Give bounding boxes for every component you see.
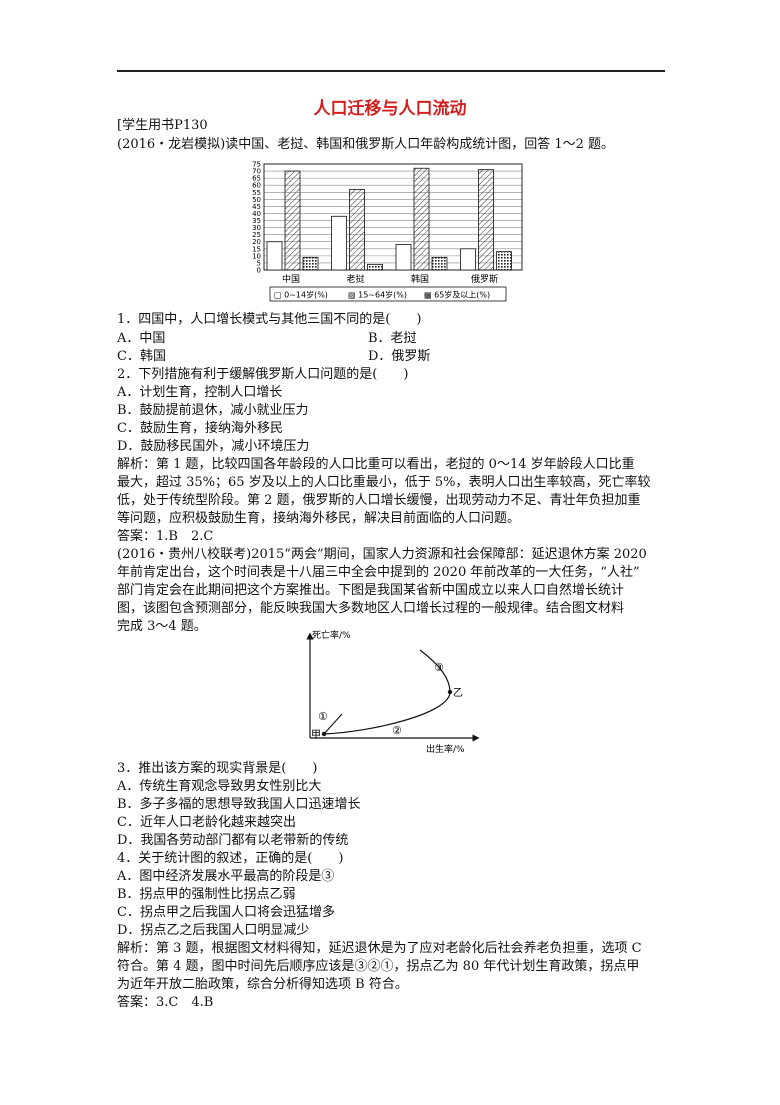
analysis-1-line: 低，处于传统型阶段。第 2 题，俄罗斯的人口增长缓慢，出现劳动力不足、青壮年负担… — [117, 493, 641, 508]
q1-option-d: D．俄罗斯 — [368, 349, 431, 364]
q4-option-a: A．图中经济发展水平最高的阶段是③ — [117, 869, 335, 884]
x-tick-label: 韩国 — [411, 273, 429, 285]
page-title: 人口迁移与人口流动 — [313, 99, 467, 119]
stage-3-label: ③ — [434, 661, 444, 674]
y-tick-label: 75 — [252, 161, 261, 169]
q3-option-d: D．我国各劳动部门都有以老带新的传统 — [117, 833, 349, 848]
analysis-2-line: 符合。第 4 题，图中时间先后顺序应该是③②①，拐点乙为 80 年代计划生育政策… — [117, 959, 640, 974]
x-tick-label: 俄罗斯 — [471, 273, 498, 285]
bar — [395, 244, 412, 271]
y-tick-label: 50 — [252, 196, 261, 204]
q2-option-b: B．鼓励提前退休，减小就业压力 — [117, 403, 309, 418]
answer-2: 答案：3.C 4.B — [117, 995, 214, 1010]
bar — [284, 170, 301, 271]
bars — [266, 167, 512, 271]
intro-q3-4-line: 完成 3～4 题。 — [117, 619, 207, 634]
y-tick-label: 30 — [252, 224, 261, 232]
header-rule — [117, 70, 665, 72]
y-tick-label: 10 — [252, 252, 261, 260]
answer-1: 答案：1.B 2.C — [117, 529, 214, 544]
y-tick-label: 15 — [252, 245, 261, 253]
bar — [431, 256, 448, 271]
analysis-1-line: 最大，超过 35%；65 岁及以上的人口比重最小，低于 5%，表明人口出生率较高… — [117, 475, 651, 490]
y-tick-label: 65 — [252, 175, 261, 183]
point-jia-label: 甲 — [311, 730, 321, 741]
intro-q3-4-line: 年前肯定出台，这个时间表是十八届三中全会中提到的 2020 年前改革的一大任务，… — [117, 565, 640, 580]
x-axis-label: 出生率/% — [426, 743, 465, 755]
y-tick-label: 60 — [252, 182, 261, 190]
y-tick-label: 25 — [252, 231, 261, 239]
q2-stem: 2．下列措施有利于缓解俄罗斯人口问题的是( ) — [117, 367, 409, 382]
analysis-1-line: 等问题，应积极鼓励生育，接纳海外移民，解决目前面临的人口问题。 — [117, 511, 521, 526]
y-tick-label: 45 — [252, 203, 261, 211]
q4-option-d: D．拐点乙之后我国人口明显减少 — [117, 923, 310, 938]
stage-2-label: ② — [392, 724, 402, 737]
q3-option-c: C．近年人口老龄化越来越突出 — [117, 815, 296, 830]
y-tick-label: 35 — [252, 217, 261, 225]
q1-option-a: A．中国 — [117, 331, 166, 346]
x-tick-label: 中国 — [282, 273, 300, 285]
q3-option-b: B．多子多福的思想导致我国人口迅速增长 — [117, 797, 361, 812]
intro-q3-4-line: (2016・贵州八校联考)2015“两会”期间，国家人力资源和社会保障部：延迟退… — [117, 547, 647, 562]
q4-option-c: C．拐点甲之后我国人口将会迅猛增多 — [117, 905, 335, 920]
bar — [331, 215, 347, 271]
legend-item: ▨ 15~64岁(%) — [348, 290, 407, 300]
point-yi-label: 乙 — [453, 687, 463, 699]
legend-box — [269, 286, 507, 302]
bar — [496, 251, 512, 271]
plot-frame — [263, 163, 523, 271]
y-tick-label: 70 — [252, 168, 261, 176]
intro-q1-2: (2016・龙岩模拟)读中国、老挝、韩国和俄罗斯人口年龄构成统计图，回答 1～2… — [117, 137, 615, 152]
bar — [478, 169, 494, 271]
q1-option-c: C．韩国 — [117, 349, 166, 364]
q1-stem: 1．四国中，人口增长模式与其他三国不同的是( ) — [117, 312, 422, 327]
bar — [266, 241, 283, 271]
q3-stem: 3．推出该方案的现实背景是( ) — [117, 761, 318, 776]
legend-item: ▩ 65岁及以上(%) — [424, 290, 490, 300]
bar — [349, 189, 365, 271]
population-growth-diagram: 死亡率/% 出生率/% 甲 乙 ① ② ③ — [306, 629, 480, 755]
q4-option-b: B．拐点甲的强制性比拐点乙弱 — [117, 887, 296, 902]
bar — [460, 248, 476, 271]
y-axis-label: 死亡率/% — [312, 629, 351, 641]
q1-option-b: B．老挝 — [368, 331, 417, 346]
x-axis-labels: 中国 老挝 韩国 俄罗斯 — [282, 273, 498, 285]
stage-1-label: ① — [318, 710, 328, 723]
q2-option-d: D．鼓励移民国外，减小环境压力 — [117, 439, 310, 454]
y-tick-label: 20 — [252, 238, 261, 246]
y-tick-label: 0 — [257, 267, 261, 275]
q2-option-a: A．计划生育，控制人口增长 — [117, 385, 283, 400]
point-jia — [321, 731, 327, 737]
q4-stem: 4．关于统计图的叙述，正确的是( ) — [117, 851, 344, 866]
y-tick-label: 5 — [257, 259, 261, 267]
y-tick-label: 40 — [252, 210, 261, 218]
bar — [302, 256, 319, 271]
intro-q3-4-line: 部门肯定会在此期间把这个方案推出。下图是我国某省新中国成立以来人口自然增长统计 — [117, 583, 625, 598]
bar — [413, 167, 430, 271]
point-yi — [447, 689, 453, 695]
y-tick-label: 55 — [252, 189, 261, 197]
chart-legend: □ 0~14岁(%) ▨ 15~64岁(%) ▩ 65岁及以上(%) — [269, 286, 507, 302]
q3-option-a: A．传统生育观念导致男女性别比大 — [117, 779, 322, 794]
analysis-2-line: 为近年开放二胎政策，综合分析得知选项 B 符合。 — [117, 977, 408, 992]
x-tick-label: 老挝 — [346, 273, 364, 285]
book-reference: [学生用书P130 — [117, 118, 208, 133]
analysis-2-line: 解析：第 3 题，根据图文材料得知，延迟退休是为了应对老龄化后社会养老负担重，选… — [117, 941, 642, 956]
bar — [367, 263, 383, 271]
intro-q3-4-line: 图，该图包含预测部分，能反映我国大多数地区人口增长过程的一般规律。结合图文材料 — [117, 601, 625, 616]
analysis-1-line: 解析：第 1 题，比较四国各年龄段的人口比重可以看出，老挝的 0～14 岁年龄段… — [117, 457, 635, 472]
q2-option-c: C．鼓励生育，接纳海外移民 — [117, 421, 283, 436]
legend-item: □ 0~14岁(%) — [274, 290, 328, 300]
